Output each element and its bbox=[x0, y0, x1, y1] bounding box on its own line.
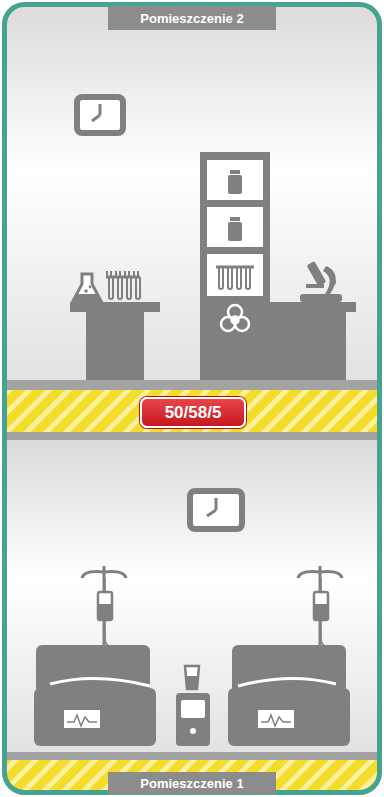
room-label: Pomieszczenie 2 bbox=[140, 11, 243, 26]
biohazard-cabinet bbox=[200, 152, 270, 380]
room-label: Pomieszczenie 1 bbox=[140, 776, 243, 791]
lab-flask bbox=[73, 274, 101, 301]
code-badge: 50/58/5 bbox=[140, 397, 246, 428]
outer-frame bbox=[5, 5, 380, 793]
bedside-monitor bbox=[176, 666, 210, 746]
test-tube-rack bbox=[106, 271, 140, 299]
wall-clock bbox=[190, 491, 242, 529]
room-backgrounds bbox=[4, 4, 380, 793]
code-text: 50/58/5 bbox=[165, 403, 222, 423]
lab-table-right bbox=[262, 302, 356, 380]
hospital-bed bbox=[228, 645, 350, 746]
iv-stand bbox=[82, 566, 126, 650]
lab-table-left bbox=[70, 302, 160, 380]
hospital-bed bbox=[34, 645, 156, 746]
biohazard-symbol bbox=[221, 305, 249, 331]
iv-stand bbox=[298, 566, 342, 650]
room-tab: Pomieszczenie 1 bbox=[108, 772, 276, 794]
room-tab: Pomieszczenie 2 bbox=[108, 6, 276, 30]
wall-clock bbox=[77, 97, 123, 133]
microscope bbox=[300, 261, 342, 302]
